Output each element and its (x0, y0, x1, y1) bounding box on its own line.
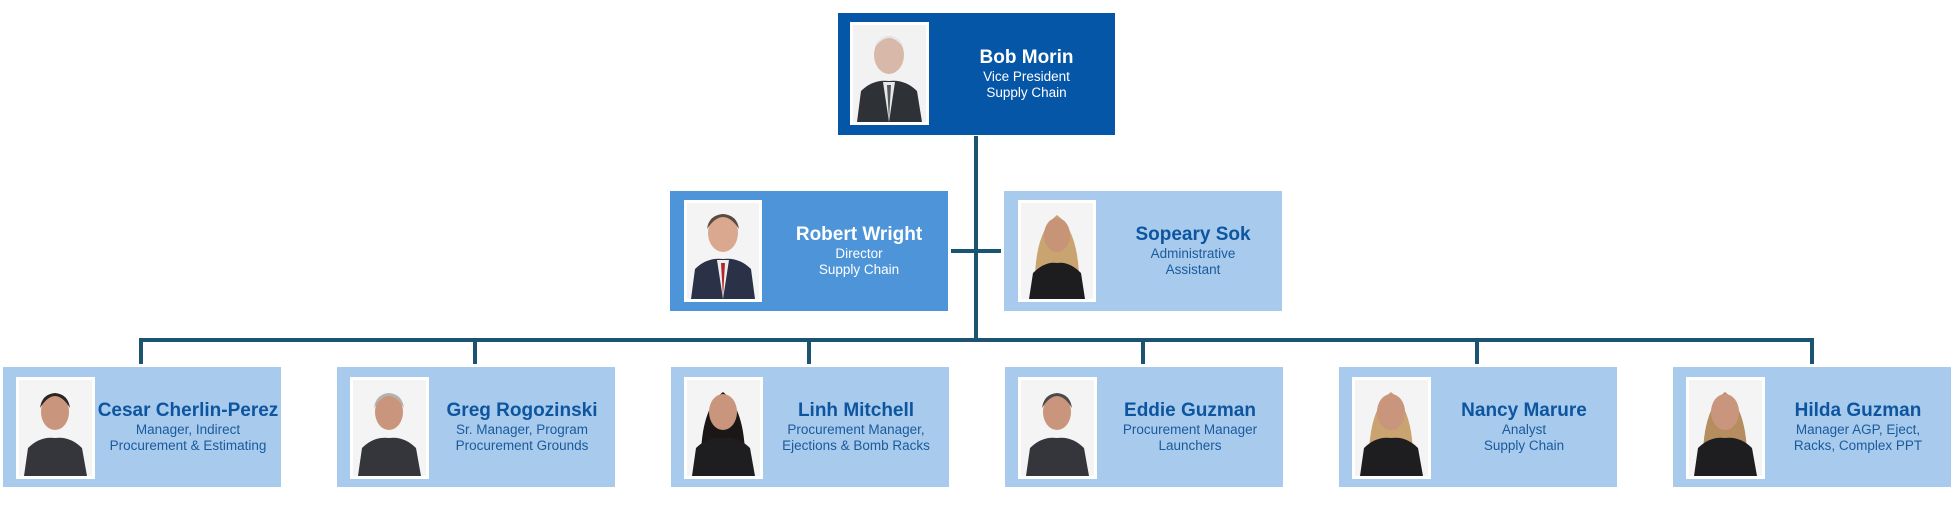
connector-drop (1141, 338, 1145, 364)
person-silhouette-icon (1021, 380, 1094, 476)
org-card-report[interactable]: Linh Mitchell Procurement Manager, Eject… (671, 367, 949, 487)
person-name: Nancy Marure (1461, 400, 1587, 421)
person-silhouette-icon (1689, 380, 1762, 476)
portrait-photo (1018, 377, 1097, 479)
org-card-report[interactable]: Cesar Cherlin-Perez Manager, Indirect Pr… (3, 367, 281, 487)
portrait-photo (350, 377, 429, 479)
connector-assistant-horizontal (951, 249, 1001, 253)
portrait-photo (1686, 377, 1765, 479)
person-title-line2: Procurement Grounds (455, 438, 589, 453)
org-card-assistant[interactable]: Sopeary Sok Administrative Assistant (1004, 191, 1282, 311)
person-silhouette-icon (687, 380, 760, 476)
connector-root-vertical (974, 136, 978, 342)
card-text: Cesar Cherlin-Perez Manager, Indirect Pr… (95, 367, 281, 487)
connector-reports-bus (139, 338, 1814, 342)
card-text: Bob Morin Vice President Supply Chain (938, 13, 1115, 135)
person-title-line2: Ejections & Bomb Racks (782, 438, 930, 453)
portrait-photo (16, 377, 95, 479)
person-title-line2: Assistant (1165, 262, 1221, 277)
portrait-photo (684, 200, 762, 302)
person-title-line2: Procurement & Estimating (109, 438, 267, 453)
connector-drop (139, 338, 143, 364)
org-card-report[interactable]: Nancy Marure Analyst Supply Chain (1339, 367, 1617, 487)
person-title-line1: Procurement Manager (1122, 422, 1258, 437)
person-name: Sopeary Sok (1135, 224, 1251, 245)
org-card-report[interactable]: Hilda Guzman Manager AGP, Eject, Racks, … (1673, 367, 1951, 487)
person-title-line1: Administrative (1150, 246, 1236, 261)
person-title-line2: Supply Chain (986, 85, 1067, 100)
person-title-line1: Sr. Manager, Program (455, 422, 589, 437)
person-silhouette-icon (19, 380, 92, 476)
portrait-photo (684, 377, 763, 479)
person-title-line1: Procurement Manager, (787, 422, 925, 437)
portrait-photo (850, 22, 929, 125)
person-silhouette-icon (853, 25, 926, 122)
person-name: Cesar Cherlin-Perez (97, 400, 279, 421)
person-name: Bob Morin (979, 47, 1074, 68)
org-card-report[interactable]: Eddie Guzman Procurement Manager Launche… (1005, 367, 1283, 487)
person-silhouette-icon (1355, 380, 1428, 476)
card-text: Greg Rogozinski Sr. Manager, Program Pro… (429, 367, 615, 487)
card-text: Eddie Guzman Procurement Manager Launche… (1097, 367, 1283, 487)
connector-drop (473, 338, 477, 364)
card-text: Nancy Marure Analyst Supply Chain (1431, 367, 1617, 487)
org-card-vice-president[interactable]: Bob Morin Vice President Supply Chain (838, 13, 1115, 135)
person-name: Eddie Guzman (1124, 400, 1256, 421)
org-card-director[interactable]: Robert Wright Director Supply Chain (670, 191, 948, 311)
person-silhouette-icon (687, 203, 759, 299)
card-text: Robert Wright Director Supply Chain (770, 191, 948, 311)
person-name: Greg Rogozinski (446, 400, 598, 421)
person-name: Linh Mitchell (797, 400, 915, 421)
person-silhouette-icon (1021, 203, 1093, 299)
person-title-line1: Analyst (1501, 422, 1547, 437)
person-title-line2: Racks, Complex PPT (1793, 438, 1923, 453)
card-text: Sopeary Sok Administrative Assistant (1104, 191, 1282, 311)
person-name: Robert Wright (795, 224, 923, 245)
person-title-line2: Supply Chain (818, 262, 900, 277)
connector-drop (1475, 338, 1479, 364)
org-card-report[interactable]: Greg Rogozinski Sr. Manager, Program Pro… (337, 367, 615, 487)
person-silhouette-icon (353, 380, 426, 476)
person-title-line1: Director (835, 246, 883, 261)
person-title-line2: Launchers (1158, 438, 1222, 453)
portrait-photo (1352, 377, 1431, 479)
connector-drop (1810, 338, 1814, 364)
person-title-line1: Manager, Indirect (135, 422, 241, 437)
person-title-line2: Supply Chain (1483, 438, 1565, 453)
card-text: Hilda Guzman Manager AGP, Eject, Racks, … (1765, 367, 1951, 487)
person-title-line1: Vice President (983, 69, 1070, 84)
card-text: Linh Mitchell Procurement Manager, Eject… (763, 367, 949, 487)
person-name: Hilda Guzman (1794, 400, 1922, 421)
connector-drop (807, 338, 811, 364)
portrait-photo (1018, 200, 1096, 302)
person-title-line1: Manager AGP, Eject, (1795, 422, 1921, 437)
